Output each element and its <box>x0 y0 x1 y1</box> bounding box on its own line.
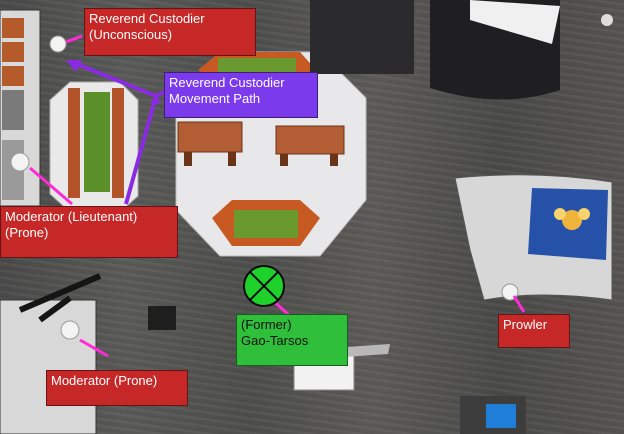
bottom-left-console <box>0 273 176 434</box>
label-reverend-custodier-unconscious: Reverend Custodier (Unconscious) <box>84 8 256 56</box>
label-moderator-lieutenant-prone: Moderator (Lieutenant) (Prone) <box>0 206 178 258</box>
label-former-gao-tarsos: (Former) Gao-Tarsos <box>236 314 348 366</box>
label-reverend-custodier-movement-path: Reverend Custodier Movement Path <box>164 72 318 118</box>
bottom-right-device <box>460 396 526 434</box>
dark-tower <box>310 0 613 100</box>
miniature-moderator-lieutenant <box>10 152 30 172</box>
label-prowler: Prowler <box>498 314 570 348</box>
miniature-reverend <box>49 35 67 53</box>
movement-path-arrows <box>66 60 165 205</box>
planter-tile-left <box>49 81 139 213</box>
miniature-moderator-prone <box>60 320 80 340</box>
label-moderator-prone: Moderator (Prone) <box>46 370 188 406</box>
prowler-vehicle <box>454 174 613 301</box>
left-card-stack <box>0 9 41 207</box>
green-crossed-circle-icon <box>243 265 285 307</box>
